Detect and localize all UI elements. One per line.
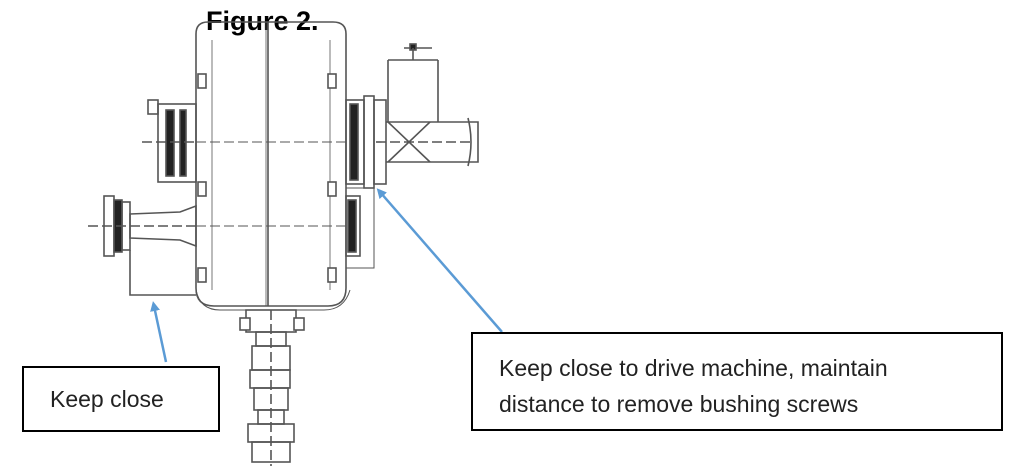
left-lower-input-shaft [88,195,197,296]
keep-close-arrow [150,301,168,363]
centerlines [196,141,346,227]
gearbox-housing [195,21,351,311]
left-upper-coupling [142,99,197,183]
right-lower-accessory [345,187,375,269]
right-upper-coupling [345,43,479,189]
drive-machine-text-line1: Keep close to drive machine, maintain [499,355,888,381]
keep-close-callout: Keep close [22,366,220,432]
drive-machine-callout: Keep close to drive machine, maintain di… [471,332,1003,431]
figure-title: Figure 2. [206,6,319,36]
housing-bolts [197,73,337,283]
drive-machine-text-line2: distance to remove bushing screws [499,391,859,417]
bottom-output-shaft [239,309,305,466]
drive-machine-arrow [376,188,503,333]
keep-close-text: Keep close [50,386,164,412]
